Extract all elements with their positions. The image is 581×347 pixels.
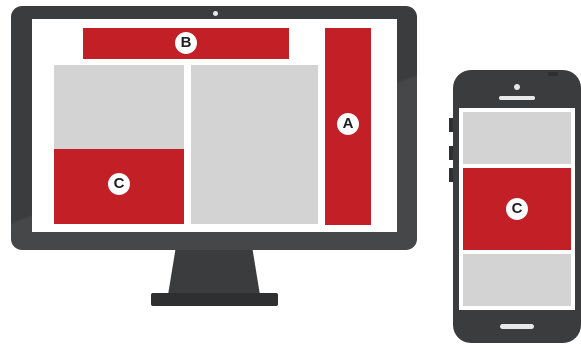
block-c-phone: C xyxy=(463,168,571,250)
phone-speaker xyxy=(499,96,535,100)
block-c-desktop: C xyxy=(54,149,184,224)
phone-side-button xyxy=(449,168,453,182)
phone-side-button xyxy=(449,118,453,132)
label-c-phone: C xyxy=(506,198,528,220)
phone-power-button xyxy=(548,72,558,76)
desktop-placeholder-left-top xyxy=(54,65,184,149)
phone-placeholder-bottom xyxy=(463,254,571,306)
phone-placeholder-top xyxy=(463,112,571,164)
monitor-stand-neck xyxy=(168,250,260,295)
monitor-stand-base xyxy=(151,293,278,306)
desktop-placeholder-middle xyxy=(191,65,318,224)
block-a: A xyxy=(325,28,371,225)
label-c-desktop: C xyxy=(108,173,130,195)
block-b: B xyxy=(83,28,289,59)
monitor-camera xyxy=(213,11,218,16)
phone-camera xyxy=(514,84,520,90)
phone-home-button xyxy=(500,324,534,329)
label-b: B xyxy=(175,32,197,54)
label-a: A xyxy=(337,113,359,135)
phone-side-button xyxy=(449,146,453,160)
